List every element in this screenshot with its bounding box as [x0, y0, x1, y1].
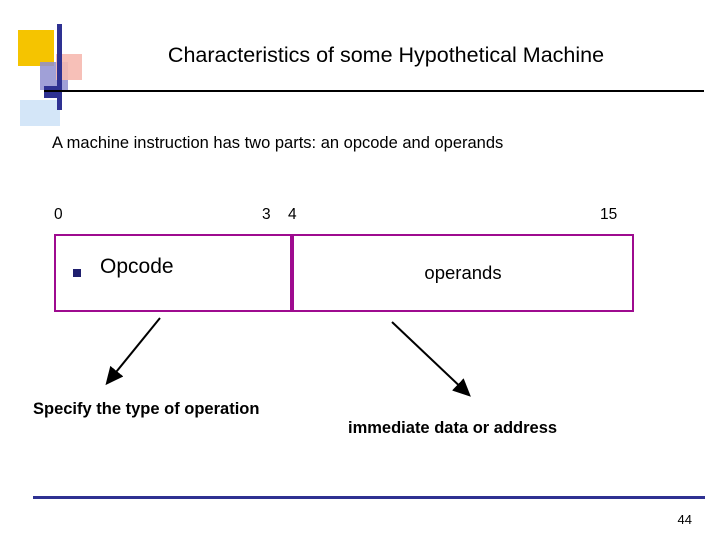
slide-title: Characteristics of some Hypothetical Mac…: [167, 43, 605, 67]
arrow-to-opcode-callout: [105, 317, 161, 386]
footer-divider: [33, 496, 705, 499]
opcode-field-box: Opcode: [54, 234, 292, 312]
bullet-square-icon: [73, 269, 81, 277]
decorative-light-blue-block: [20, 100, 60, 126]
decorative-yellow-block: [18, 30, 54, 66]
decorative-navy-vertical-bar: [57, 24, 62, 110]
operands-callout-text: immediate data or address: [348, 419, 558, 437]
intro-paragraph: A machine instruction has two parts: an …: [52, 134, 504, 152]
bit-label-opcode-end: 3: [262, 206, 271, 223]
arrow-to-operands-callout: [391, 321, 471, 397]
bit-label-operands-start: 4: [288, 206, 297, 223]
operands-field-label: operands: [424, 262, 502, 283]
decorative-navy-square: [44, 86, 60, 98]
opcode-callout-text: Specify the type of operation: [33, 400, 260, 418]
page-number: 44: [677, 512, 692, 527]
instruction-format-diagram: Opcode operands: [54, 234, 634, 312]
opcode-field-label: Opcode: [100, 255, 174, 278]
operands-field-box: operands: [292, 234, 634, 312]
title-divider: [44, 90, 704, 92]
bit-label-end: 15: [600, 206, 618, 223]
bit-label-start: 0: [54, 206, 63, 223]
